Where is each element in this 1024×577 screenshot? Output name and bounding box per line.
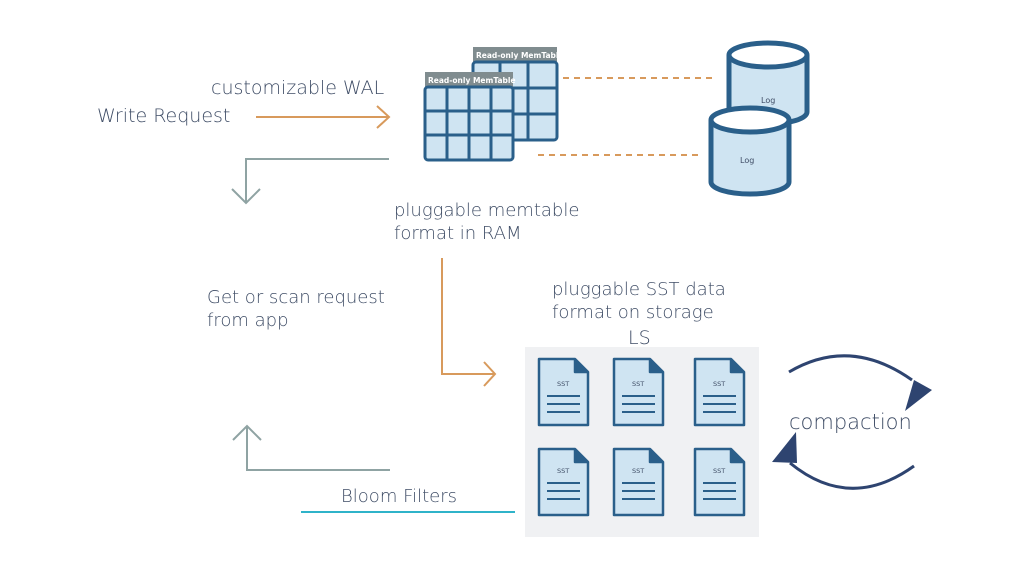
- sst-label: SST: [713, 380, 725, 388]
- write-arrow: [256, 105, 391, 129]
- log-cylinder-front: Log: [708, 105, 792, 197]
- compaction-cycle-icon: [772, 354, 932, 490]
- get-scan-label: Get or scan request from app: [207, 287, 385, 332]
- sst-label: SST: [557, 467, 569, 475]
- read-down-arrow: [231, 158, 389, 205]
- memtable-label-line2: format in RAM: [394, 222, 522, 244]
- bloom-filters-label: Bloom Filters: [341, 486, 458, 507]
- get-scan-label-line1: Get or scan request: [207, 287, 385, 308]
- get-scan-label-line2: from app: [207, 309, 289, 331]
- memtable-label: pluggable memtable format in RAM: [394, 200, 579, 245]
- memtable-back-title: Read-only MemTable: [476, 51, 564, 60]
- sst-format-label: pluggable SST data format on storage: [552, 279, 726, 324]
- ls-label: LS: [628, 327, 651, 349]
- log-label-front: Log: [740, 156, 754, 165]
- sst-label: SST: [713, 467, 725, 475]
- compaction-label: compaction: [789, 410, 912, 434]
- log-label-back: Log: [761, 96, 775, 105]
- memtable-label-line1: pluggable memtable: [394, 200, 580, 221]
- memtable-front: Read-only MemTable: [423, 72, 516, 162]
- read-up-arrow: [232, 424, 390, 471]
- sst-label: SST: [632, 467, 644, 475]
- wal-label: customizable WAL: [211, 77, 385, 99]
- sst-file: SST: [693, 357, 746, 427]
- sst-file: SST: [537, 447, 590, 517]
- sst-file: SST: [612, 447, 665, 517]
- memtable-front-title: Read-only MemTable: [428, 76, 516, 85]
- sst-file: SST: [693, 447, 746, 517]
- sst-label: SST: [557, 380, 569, 388]
- write-request-label: Write Request: [97, 105, 231, 127]
- sst-file: SST: [537, 357, 590, 427]
- sst-format-label-line2: format on storage: [552, 301, 714, 323]
- sst-label: SST: [632, 380, 644, 388]
- sst-file: SST: [612, 357, 665, 427]
- flush-arrow: [441, 258, 497, 387]
- sst-format-label-line1: pluggable SST data: [552, 279, 726, 300]
